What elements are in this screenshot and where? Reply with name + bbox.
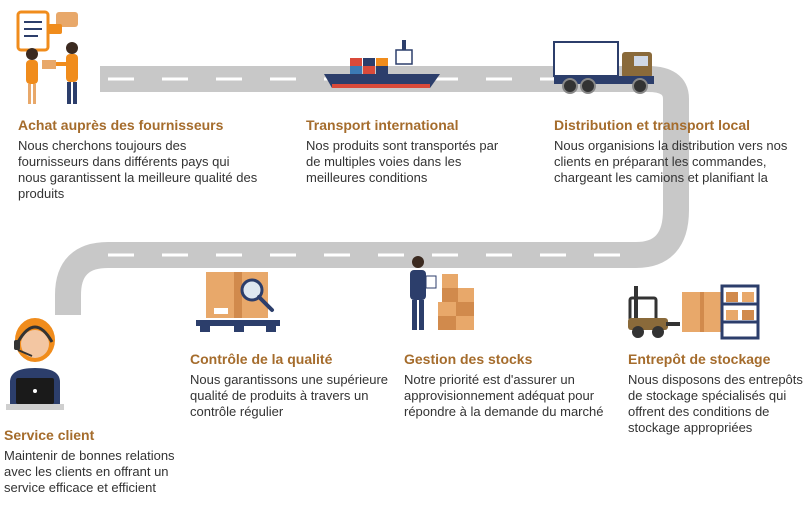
step-suppliers: Achat auprès des fournisseurs Nous cherc… [18, 116, 258, 202]
delivery-truck-icon [553, 41, 654, 94]
step-description: Maintenir de bonnes relations avec les c… [4, 448, 175, 495]
stock-worker-icon [410, 256, 474, 330]
handshake-purchase-icon [16, 10, 78, 104]
step-description: Nos produits sont transportés par de mul… [306, 138, 499, 185]
road-surface [55, 66, 689, 315]
step-stock: Gestion des stocks Notre priorité est d'… [404, 350, 604, 420]
step-distribution: Distribution et transport local Nous org… [554, 116, 790, 186]
step-quality: Contrôle de la qualité Nous garantissons… [190, 350, 390, 420]
step-description: Nous organisions la distribution vers no… [554, 138, 788, 185]
forklift-warehouse-icon [628, 284, 760, 340]
step-description: Notre priorité est d'assurer un approvis… [404, 372, 604, 419]
step-title: Gestion des stocks [404, 351, 533, 367]
cargo-ship-icon [324, 40, 440, 88]
step-title: Distribution et transport local [554, 117, 751, 133]
step-title: Entrepôt de stockage [628, 351, 771, 367]
step-warehouse: Entrepôt de stockage Nous disposons des … [628, 350, 810, 436]
customer-service-agent-icon [6, 318, 64, 410]
step-service: Service client Maintenir de bonnes relat… [4, 426, 198, 496]
step-title: Transport international [306, 117, 459, 133]
step-description: Nous disposons des entrepôts de stockage… [628, 372, 803, 435]
step-title: Achat auprès des fournisseurs [18, 117, 224, 133]
step-title: Contrôle de la qualité [190, 351, 333, 367]
step-description: Nous garantissons une supérieure qualité… [190, 372, 389, 419]
step-title: Service client [4, 427, 95, 443]
step-transport: Transport international Nos produits son… [306, 116, 516, 186]
quality-inspection-icon [196, 272, 280, 332]
road-marking [108, 77, 640, 257]
step-description: Nous cherchons toujours des fournisseurs… [18, 138, 258, 201]
